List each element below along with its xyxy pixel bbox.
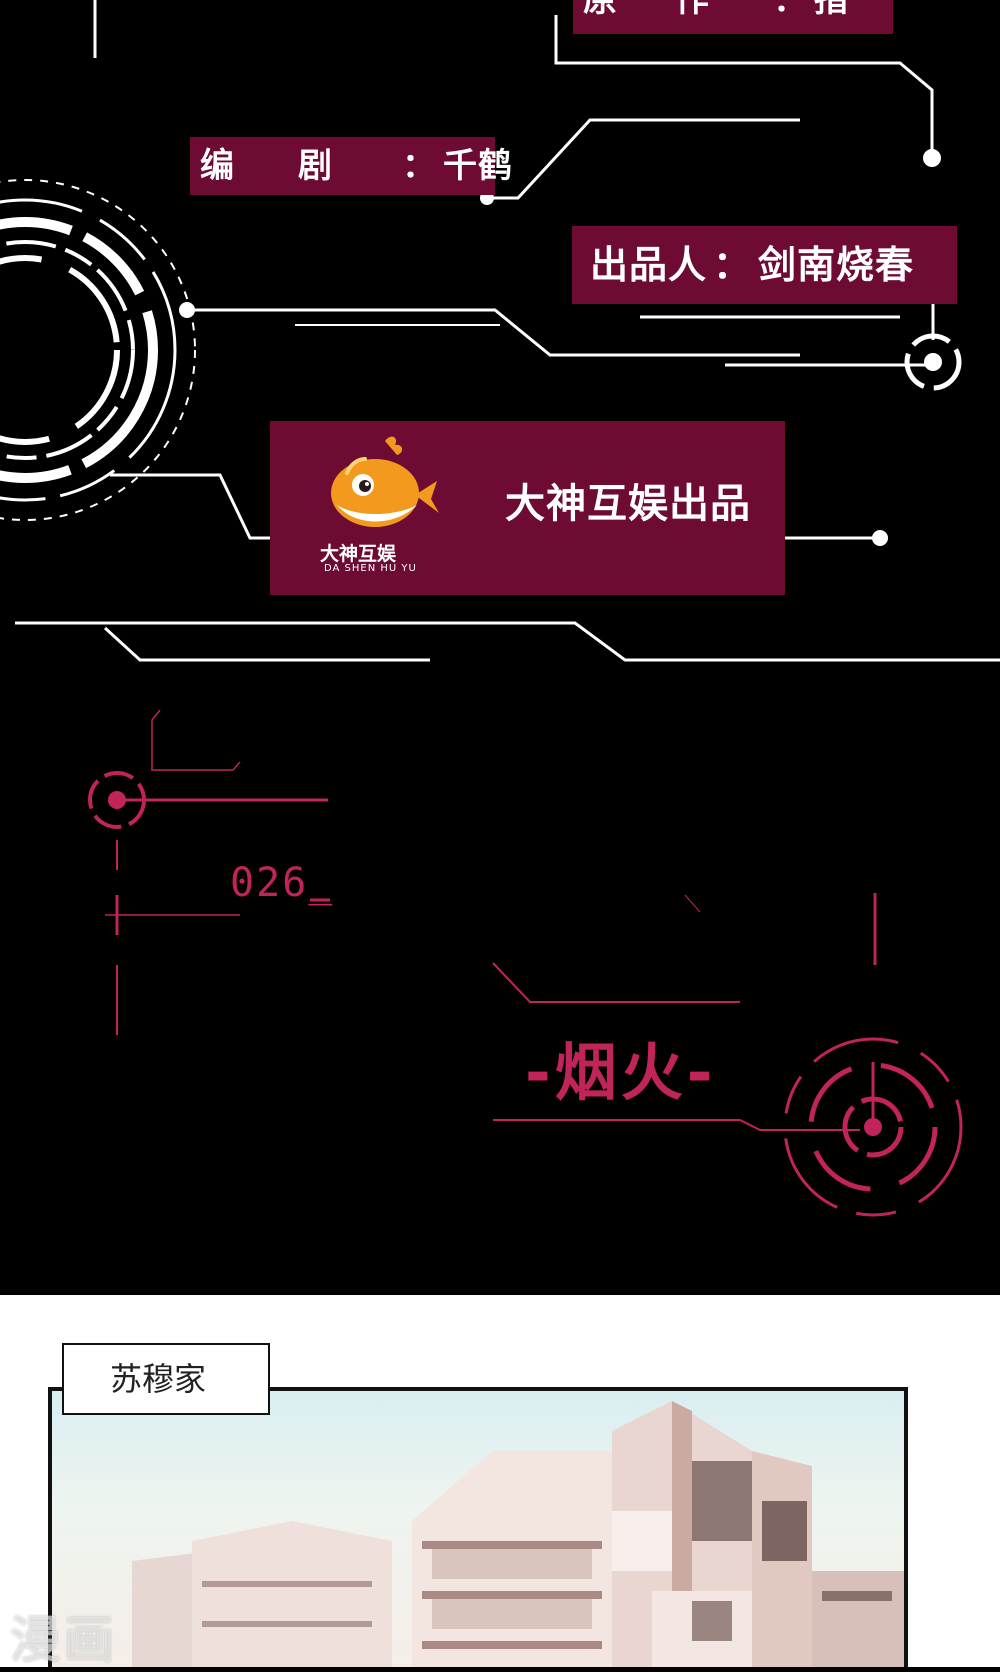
comic-panel xyxy=(48,1387,908,1667)
credit-author-role: 原作 xyxy=(583,0,767,20)
credit-author-separator: ： xyxy=(773,0,808,20)
credit-writer: 编剧：千鹤 xyxy=(190,137,512,195)
credit-producer-separator: ： xyxy=(713,243,753,287)
studio-logo-text: 大神互娱 xyxy=(320,543,397,565)
chapter-title: -烟火- xyxy=(525,1036,717,1109)
credit-writer-name: 千鹤 xyxy=(443,146,513,186)
comic-panel-section: 苏穆家 xyxy=(0,1295,1000,1667)
credit-writer-role: 编剧 xyxy=(200,146,396,186)
studio-credit: 大神互娱 DA SHEN HU YU 大神互娱出品 xyxy=(270,421,785,595)
building-illustration xyxy=(132,1401,904,1667)
credit-writer-separator: ： xyxy=(402,146,437,186)
credit-producer-role: 出品人 xyxy=(590,243,708,287)
whale-icon xyxy=(331,436,439,527)
credit-author: 原作 ： 指 xyxy=(573,0,893,34)
credit-producer-name: 剑南烧春 xyxy=(758,243,915,287)
watermark: 漫画 xyxy=(10,1611,118,1669)
studio-title: 大神互娱出品 xyxy=(505,481,751,527)
hud-decoration xyxy=(0,0,1000,1217)
credits-page: 原作：指 编剧：千鹤 出品人：剑南烧春 大神互娱 DA SHEN HU YU 大… xyxy=(0,0,1000,1217)
studio-logo-romanized: DA SHEN HU YU xyxy=(324,563,417,574)
location-label: 苏穆家 xyxy=(62,1343,270,1415)
credit-author-name: 指 xyxy=(814,0,849,20)
chapter-number: 026_ xyxy=(230,860,335,906)
credit-producer: 出品人：剑南烧春 xyxy=(572,226,957,304)
